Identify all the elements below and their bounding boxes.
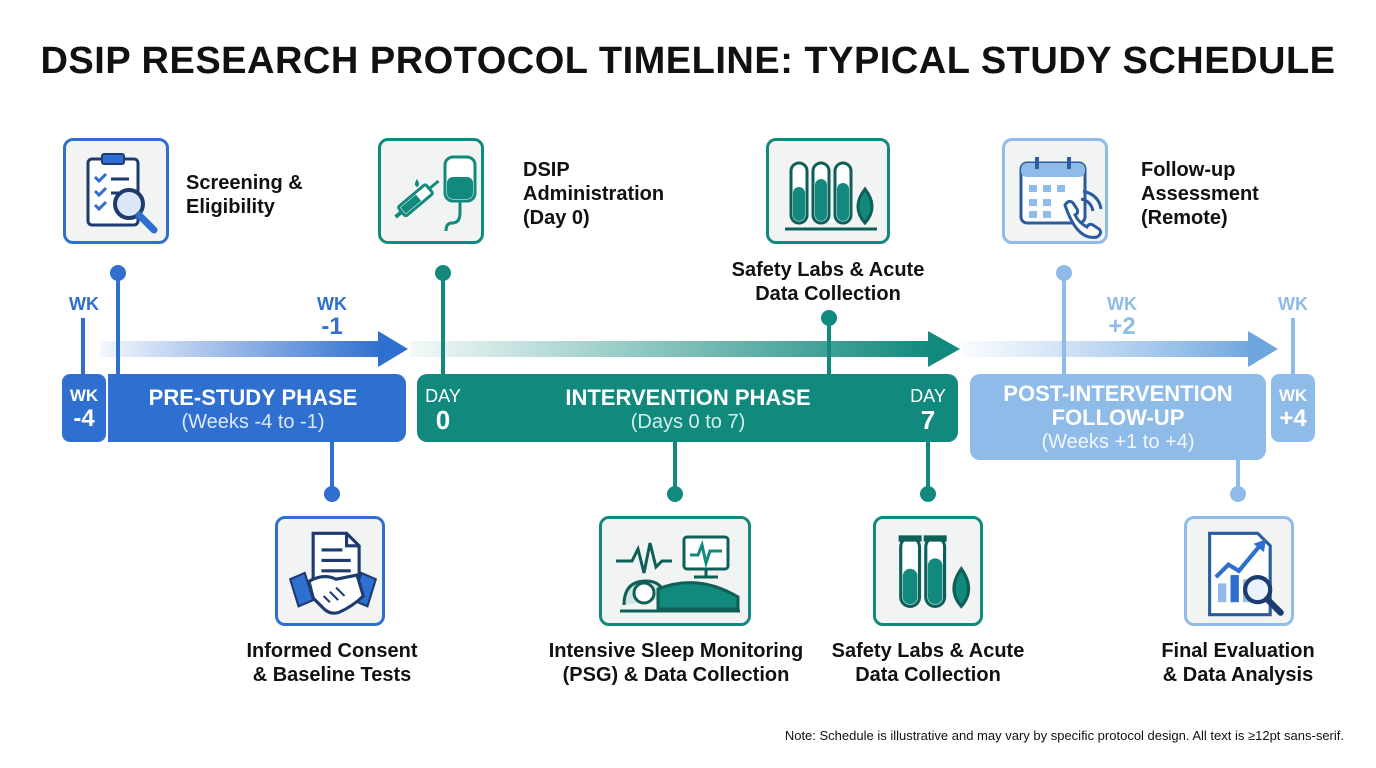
- milestone-dot: [1230, 486, 1246, 502]
- safety-labs-top-label: Safety Labs & Acute Data Collection: [731, 259, 925, 305]
- week-minus1-unit: WK: [317, 294, 347, 314]
- week-plus4-label: WK: [1278, 294, 1308, 314]
- start-week-box: WK -4: [62, 374, 106, 442]
- follow-up-label: Follow-up Assessment (Remote): [1141, 159, 1259, 229]
- test-tubes-drop-icon: [898, 535, 971, 609]
- connector-line: [81, 318, 85, 376]
- sleep-monitoring-icon-box: [599, 516, 751, 626]
- intervention-arrow: [410, 331, 960, 367]
- page-title: DSIP RESEARCH PROTOCOL TIMELINE: TYPICAL…: [40, 40, 1336, 82]
- clipboard-magnifier-icon: [86, 153, 158, 234]
- test-tubes-drop-icon: [785, 161, 877, 231]
- screening-icon-box: [63, 138, 169, 244]
- connector-line: [116, 274, 120, 376]
- safety-labs-bottom-icon-box: [873, 516, 983, 626]
- final-evaluation-label: Final Evaluation & Data Analysis: [1161, 640, 1315, 686]
- intervention-phase-bar: [417, 374, 958, 442]
- milestone-dot: [324, 486, 340, 502]
- phase-subtitle: (Weeks -4 to -1): [181, 411, 325, 433]
- start-week-value: -4: [73, 405, 95, 432]
- phase-title: INTERVENTION PHASE: [565, 385, 811, 410]
- start-week-unit: WK: [69, 386, 99, 405]
- pre-study-phase-label: PRE-STUDY PHASE (Weeks -4 to -1): [108, 386, 398, 434]
- day-0-marker: DAY 0: [420, 386, 466, 434]
- connector-line: [1062, 274, 1066, 374]
- connector-line: [330, 440, 334, 494]
- follow-up-arrow: [962, 331, 1278, 367]
- day-7-unit: DAY: [910, 386, 946, 406]
- connector-line: [441, 274, 445, 376]
- connector-line: [827, 320, 831, 376]
- milestone-dot: [110, 265, 126, 281]
- document-handshake-icon: [288, 531, 378, 615]
- syringe-iv-bag-icon: [394, 155, 477, 232]
- connector-line: [926, 440, 930, 494]
- phase-subtitle: (Days 0 to 7): [630, 411, 746, 433]
- phase-subtitle: (Weeks +1 to +4): [1041, 431, 1195, 453]
- final-evaluation-icon-box: [1184, 516, 1294, 626]
- week-plus2-value: +2: [1108, 313, 1136, 340]
- milestone-dot: [821, 310, 837, 326]
- consent-label: Informed Consent & Baseline Tests: [246, 640, 418, 686]
- calendar-phone-icon: [1019, 157, 1103, 239]
- follow-up-icon-box: [1002, 138, 1108, 244]
- connector-line: [1236, 456, 1240, 494]
- day-7-value: 7: [920, 405, 936, 435]
- week-minus1-label: WK -1: [308, 294, 356, 340]
- follow-up-phase-label: POST-INTERVENTION FOLLOW-UP (Weeks +1 to…: [970, 382, 1266, 454]
- milestone-dot: [435, 265, 451, 281]
- day-0-value: 0: [435, 405, 451, 435]
- pre-study-phase-bar: [108, 374, 406, 442]
- footnote: Note: Schedule is illustrative and may v…: [784, 728, 1344, 743]
- pre-study-arrow: [100, 331, 408, 367]
- chart-magnifier-icon: [1208, 531, 1284, 617]
- milestone-dot: [920, 486, 936, 502]
- phase-title: POST-INTERVENTION FOLLOW-UP: [1003, 381, 1233, 430]
- day-0-unit: DAY: [425, 386, 461, 406]
- sleep-monitoring-label: Intensive Sleep Monitoring (PSG) & Data …: [548, 640, 804, 686]
- safety-labs-bottom-label: Safety Labs & Acute Data Collection: [831, 640, 1025, 686]
- connector-line: [1291, 318, 1295, 374]
- end-week-value: +4: [1279, 405, 1307, 432]
- week-minus4-label: WK: [69, 294, 99, 314]
- administration-label: DSIP Administration (Day 0): [523, 159, 665, 229]
- end-week-box: WK +4: [1271, 374, 1315, 442]
- sleep-monitor-icon: [616, 535, 740, 613]
- connector-line: [673, 440, 677, 494]
- week-plus2-label: WK +2: [1098, 294, 1146, 340]
- milestone-dot: [667, 486, 683, 502]
- week-plus2-unit: WK: [1107, 294, 1137, 314]
- week-minus1-value: -1: [321, 313, 343, 340]
- intervention-phase-label: INTERVENTION PHASE (Days 0 to 7): [500, 386, 876, 434]
- screening-label: Screening & Eligibility: [186, 172, 303, 218]
- follow-up-phase-bar: [970, 374, 1266, 460]
- administration-icon-box: [378, 138, 484, 244]
- milestone-dot: [1056, 265, 1072, 281]
- end-week-unit: WK: [1278, 386, 1308, 405]
- safety-labs-top-icon-box: [766, 138, 890, 244]
- day-7-marker: DAY 7: [905, 386, 951, 434]
- consent-icon-box: [275, 516, 385, 626]
- phase-title: PRE-STUDY PHASE: [148, 385, 358, 410]
